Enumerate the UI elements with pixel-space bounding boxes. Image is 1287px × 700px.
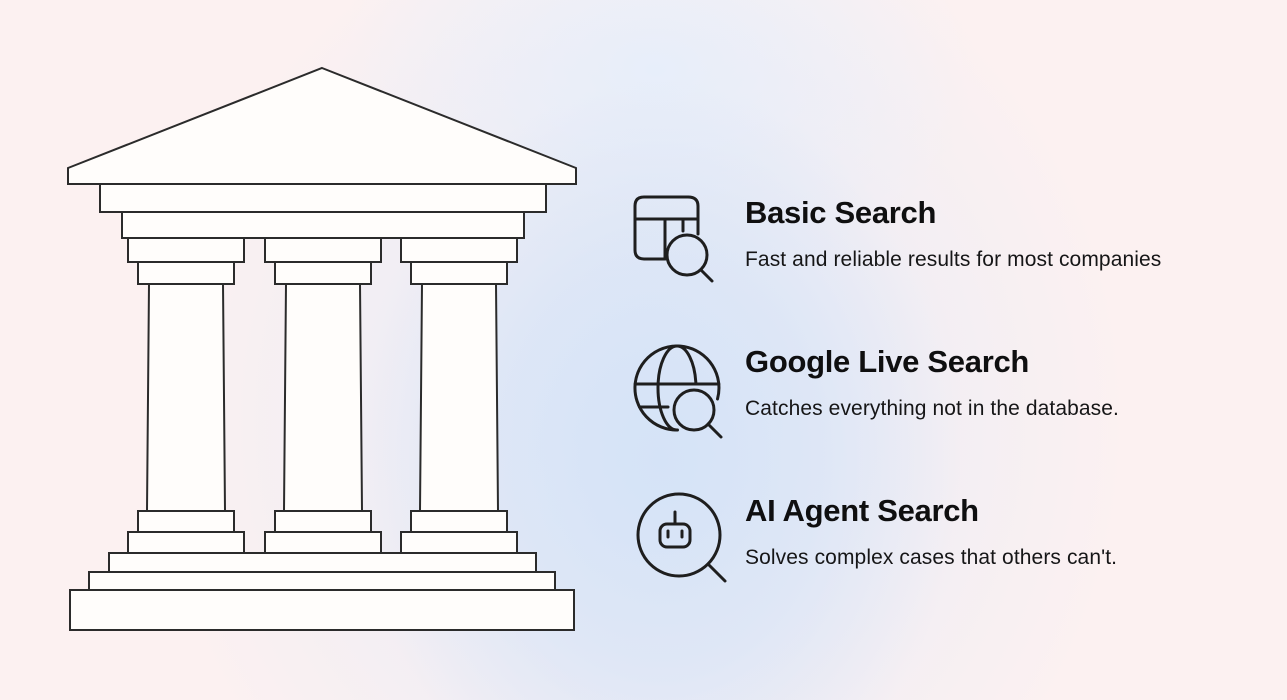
feature-description: Fast and reliable results for most compa… [745, 247, 1162, 271]
temple-architrave-lower [121, 211, 525, 239]
feature-title: Google Live Search [745, 344, 1030, 379]
globe-search-icon [630, 341, 732, 443]
feature-description: Solves complex cases that others can't. [745, 545, 1118, 569]
temple-step-middle [88, 571, 556, 591]
feature-list: Basic Search Fast and reliable results f… [630, 192, 1250, 639]
temple-column-3 [400, 237, 518, 554]
feature-item-ai-agent-search: AI Agent Search Solves complex cases tha… [630, 490, 1250, 592]
temple-column-2 [264, 237, 382, 554]
feature-description: Catches everything not in the database. [745, 396, 1119, 420]
feature-item-google-live-search: Google Live Search Catches everything no… [630, 341, 1250, 443]
table-search-icon [630, 192, 732, 294]
temple-pediment [67, 66, 577, 185]
greek-temple-svg [67, 66, 577, 631]
greek-temple-illustration [60, 60, 580, 634]
feature-title: AI Agent Search [745, 493, 979, 528]
feature-item-basic-search: Basic Search Fast and reliable results f… [630, 192, 1250, 294]
temple-architrave-upper [99, 183, 547, 213]
feature-title: Basic Search [745, 195, 937, 230]
temple-step-bottom [69, 589, 575, 631]
temple-column-1 [127, 237, 245, 554]
robot-search-icon [630, 490, 732, 592]
temple-step-top [108, 552, 537, 573]
